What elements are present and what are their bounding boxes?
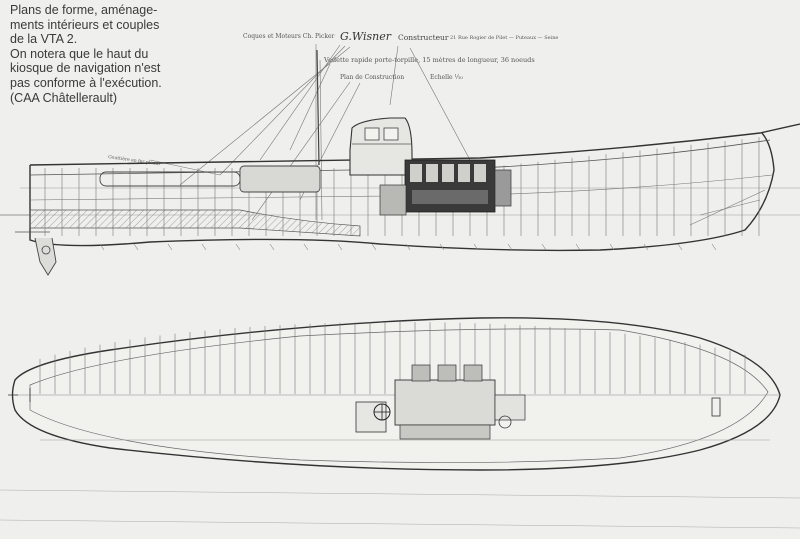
plan-title: Plan de Construction: [340, 74, 404, 81]
header-left: Coques et Moteurs Ch. Picker: [243, 33, 335, 40]
caption-line: pas conforme à l'exécution.: [10, 75, 162, 90]
bottom-lines: [0, 489, 800, 529]
caption: Plans de forme, aménage- ments intérieur…: [10, 3, 195, 105]
caption-line: kiosque de navigation n'est: [10, 61, 161, 76]
caption-line: ments intérieurs et couples: [10, 17, 160, 32]
engine-side: [379, 159, 512, 216]
header-mid: Constructeur: [398, 33, 449, 42]
steering-wheel-icon: [373, 403, 391, 421]
header-right: 21 Rue Rogier de Pilet — Puteaux — Seine: [450, 35, 558, 41]
caption-line: Plans de forme, aménage-: [10, 3, 158, 17]
caption-line: de la VTA 2.: [10, 32, 78, 47]
caption-line: (CAA Châtellerault): [10, 90, 117, 105]
scale-label: Echelle ⅒: [430, 74, 463, 81]
drawing-subtitle: Vedette rapide porte-torpille, 15 mètres…: [323, 56, 535, 64]
caption-line: On notera que le haut du: [10, 46, 149, 61]
header-brand: G.Wisner: [340, 30, 392, 43]
plan-view: [8, 317, 781, 471]
engine-plan: [355, 364, 526, 440]
gutter-note: Gouttière en fer plomb: [108, 153, 161, 167]
